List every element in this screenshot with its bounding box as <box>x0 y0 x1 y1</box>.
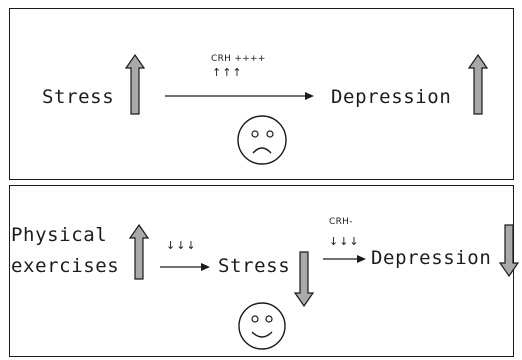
physical-label-line2: exercises <box>11 255 120 277</box>
crh-down-arrows: ↓↓↓ <box>329 235 360 248</box>
down-arrow-icon <box>498 224 520 278</box>
sad-face-icon <box>237 115 287 165</box>
depression-label-top: Depression <box>331 86 452 108</box>
causal-arrow-top <box>165 92 314 100</box>
physical-label-line1: Physical <box>11 224 108 246</box>
causal-arrow-stress-depression <box>323 255 366 263</box>
up-arrow-icon <box>124 53 146 115</box>
down-arrows-left: ↓↓↓ <box>166 239 197 252</box>
up-arrow-icon <box>467 53 489 115</box>
down-arrow-icon <box>293 251 315 308</box>
stress-label-bottom: Stress <box>218 255 291 277</box>
causal-arrow-exercise-stress <box>160 263 210 271</box>
crh-label-bottom: CRH- <box>329 217 353 227</box>
crh-label-top: CRH ++++ <box>211 54 266 64</box>
crh-up-arrows: ↑↑↑ <box>212 66 243 79</box>
depression-label-bottom: Depression <box>371 247 492 269</box>
up-arrow-icon <box>128 223 150 280</box>
smiley-face-icon <box>238 302 286 350</box>
stress-label-top: Stress <box>42 86 115 108</box>
